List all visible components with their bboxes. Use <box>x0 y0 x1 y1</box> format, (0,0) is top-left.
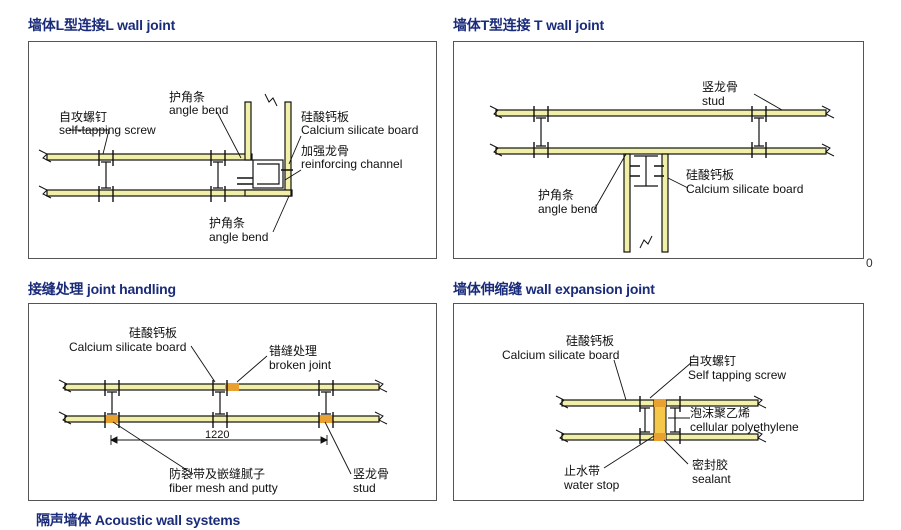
ex-sealant-en: sealant <box>692 472 731 486</box>
jh-dimension: 1220 <box>205 429 230 441</box>
jh-stud-cn: 竖龙骨 <box>353 467 390 481</box>
joint-handling-panel: 硅酸钙板 Calcium silicate board 错缝处理 broken … <box>28 303 437 501</box>
t-stud-cn: 竖龙骨 <box>702 80 739 94</box>
stray-mark: 0 <box>866 256 873 270</box>
l-screw-cn: 自攻螺钉 <box>59 110 108 124</box>
l-channel-cn: 加强龙骨 <box>301 144 350 158</box>
expansion-drawing <box>555 359 767 469</box>
l-bend2-cn: 护角条 <box>209 216 246 230</box>
jh-broken-cn: 错缝处理 <box>269 344 318 358</box>
ex-foam-en: cellular polyethylene <box>690 420 799 434</box>
jh-mesh-cn: 防裂带及嵌缝腻子 <box>169 467 266 481</box>
l-board-en: Calcium silicate board <box>301 123 419 137</box>
ex-board-cn: 硅酸钙板 <box>566 334 615 348</box>
ex-board-en: Calcium silicate board <box>502 348 620 362</box>
l-bend1-cn: 护角条 <box>169 90 206 104</box>
l-channel-en: reinforcing channel <box>301 157 403 171</box>
joint-handling-title: 接缝处理 joint handling <box>28 281 176 297</box>
l-joint-title: 墙体L型连接L wall joint <box>28 17 176 33</box>
jh-broken-en: broken joint <box>269 358 332 372</box>
l-joint-panel: 自攻螺钉 self-tapping screw 护角条 angle bend 硅… <box>28 41 437 259</box>
expansion-panel: 硅酸钙板 Calcium silicate board 自攻螺钉 Self ta… <box>453 303 864 501</box>
l-bend2-en: angle bend <box>209 230 269 244</box>
ex-screw-en: Self tapping screw <box>688 368 787 382</box>
t-bend-en: angle bend <box>538 202 598 216</box>
expansion-title: 墙体伸缩缝 wall expansion joint <box>453 281 655 297</box>
l-board-cn: 硅酸钙板 <box>301 110 350 124</box>
acoustic-title: 隔声墙体 Acoustic wall systems <box>36 512 241 528</box>
t-board-en: Calcium silicate board <box>686 182 804 196</box>
joint-handling-drawing <box>58 345 388 475</box>
l-joint-drawing <box>38 93 302 233</box>
t-joint-title: 墙体T型连接 T wall joint <box>453 17 604 33</box>
t-stud-en: stud <box>702 94 725 108</box>
ex-sealant-cn: 密封胶 <box>692 458 729 472</box>
l-screw-en: self-tapping screw <box>59 123 156 137</box>
t-board-cn: 硅酸钙板 <box>686 168 735 182</box>
jh-stud-en: stud <box>353 481 376 495</box>
jh-board-en: Calcium silicate board <box>69 340 187 354</box>
ex-water-en: water stop <box>564 478 620 492</box>
jh-board-cn: 硅酸钙板 <box>129 326 178 340</box>
ex-foam-cn: 泡沫聚乙烯 <box>690 406 751 420</box>
t-joint-drawing <box>489 93 835 253</box>
jh-mesh-en: fiber mesh and putty <box>169 481 278 495</box>
ex-water-cn: 止水带 <box>564 464 601 478</box>
t-bend-cn: 护角条 <box>538 188 575 202</box>
ex-screw-cn: 自攻螺钉 <box>688 354 737 368</box>
t-joint-panel: 竖龙骨 stud 硅酸钙板 Calcium silicate board 护角条… <box>453 41 864 259</box>
l-bend1-en: angle bend <box>169 103 229 117</box>
